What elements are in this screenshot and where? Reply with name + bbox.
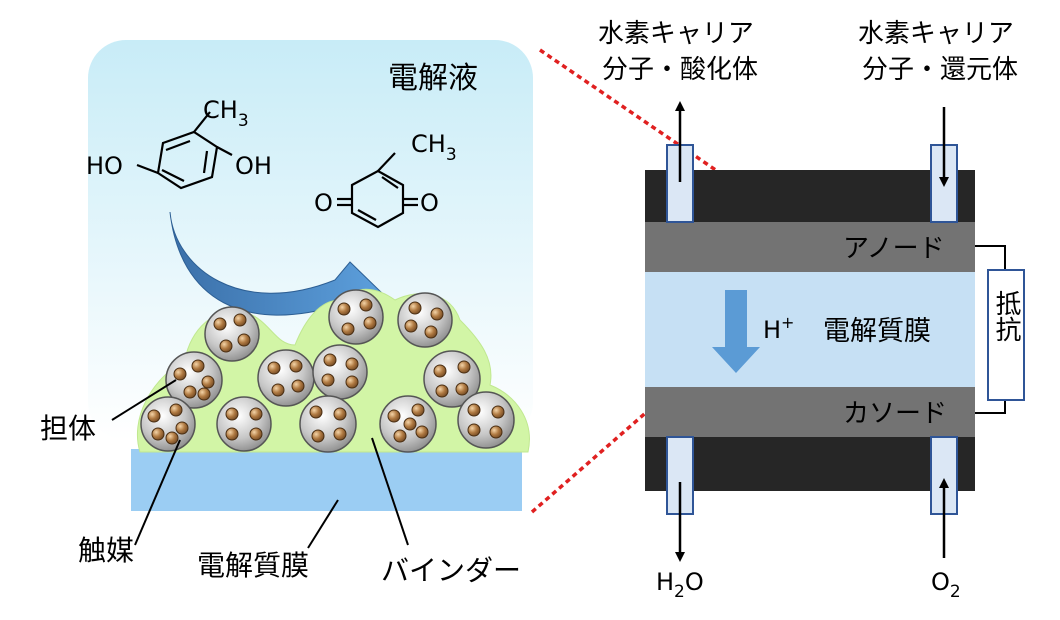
catalyst-particle: [311, 429, 325, 443]
anode-layer: [645, 222, 975, 272]
catalyst-particle: [309, 405, 323, 419]
cathode-layer: [645, 387, 975, 437]
catalyst-particle: [267, 361, 281, 375]
catalyst-particle: [323, 353, 337, 367]
catalyst-particle: [415, 425, 429, 439]
catalyst-particle: [219, 339, 233, 353]
left-panel: 電解液 HO OH CH3 O O CH3: [40, 40, 533, 587]
left-membrane: [131, 449, 522, 511]
catalyst-particle: [491, 405, 505, 419]
catalyst-particle: [411, 403, 425, 417]
catalyst-particle: [467, 403, 481, 417]
support-label: 担体: [40, 412, 96, 445]
proton-arrow: [712, 290, 760, 373]
catalyst-particle: [249, 407, 263, 421]
catalyst-label: 触媒: [78, 534, 134, 567]
catalyst-particle: [430, 307, 444, 321]
catalyst-particle: [151, 427, 165, 441]
catalyst-particle: [387, 409, 401, 423]
support-particle: [457, 391, 515, 449]
water-label: H2O: [656, 568, 704, 602]
support-particle: [299, 395, 357, 453]
catalyst-particle: [341, 322, 355, 336]
support-particles: [140, 289, 515, 453]
support-particle: [312, 344, 368, 400]
support-particle: [257, 349, 315, 407]
support-particle: [328, 289, 384, 345]
catalyst-particle: [363, 316, 377, 330]
reduced-carrier-label: 水素キャリア 分子・還元体: [858, 19, 1022, 85]
catalyst-particle: [213, 317, 227, 331]
right-panel: 水素キャリア 分子・酸化体 水素キャリア 分子・還元体 アノード 電解質膜 カソ…: [598, 19, 1025, 602]
catalyst-particle: [393, 429, 407, 443]
product-o-left-label: O: [314, 189, 333, 217]
right-membrane: [645, 272, 975, 387]
catalyst-particle: [424, 325, 438, 339]
catalyst-particle: [197, 387, 211, 401]
catalyst-particle: [289, 359, 303, 373]
left-membrane-label: 電解質膜: [197, 549, 309, 582]
catalyst-particle: [225, 407, 239, 421]
catalyst-particle: [147, 409, 161, 423]
catalyst-particle: [403, 417, 417, 431]
catalyst-particle: [271, 383, 285, 397]
reactant-ho-label: HO: [86, 152, 123, 180]
catalyst-particle: [321, 373, 335, 387]
catalyst-pointer-line: [134, 439, 181, 546]
catalyst-particle: [175, 421, 189, 435]
catalyst-particle: [169, 403, 183, 417]
reactant-molecule: [136, 111, 233, 190]
product-molecule: [337, 152, 418, 229]
support-pointer-line: [111, 379, 177, 421]
catalyst-particle: [345, 357, 359, 371]
binder-pointer-line: [371, 437, 409, 546]
reactant-methyl-label: CH3: [203, 96, 249, 131]
catalyst-particle: [237, 333, 251, 347]
support-particle: [397, 292, 453, 348]
electrolyte-label: 電解液: [388, 61, 478, 96]
catalyst-particle: [333, 427, 347, 441]
catalyst-particle: [333, 407, 347, 421]
catalyst-particle: [165, 431, 179, 445]
catalyst-particle: [404, 319, 418, 333]
support-particle: [216, 396, 272, 452]
catalyst-particle: [249, 427, 263, 441]
catalyst-particle: [191, 359, 205, 373]
proton-label: H+: [763, 313, 794, 344]
catalyst-particle: [435, 384, 449, 398]
support-particle: [204, 306, 260, 362]
binder-label: バインダー: [381, 554, 521, 587]
product-o-right-label: O: [420, 189, 439, 217]
cathode-label: カソード: [843, 399, 947, 429]
catalyst-particle: [225, 427, 239, 441]
resistor-label: 抵抗: [991, 290, 1021, 342]
cathode-current-collector: [645, 437, 975, 491]
catalyst-particle: [489, 425, 503, 439]
membrane-pointer-line: [307, 499, 339, 549]
anode-current-collector: [645, 170, 975, 222]
catalyst-particle: [433, 364, 447, 378]
oxidized-carrier-label: 水素キャリア 分子・酸化体: [598, 19, 762, 85]
catalyst-particle: [359, 298, 373, 312]
catalyst-particle: [345, 375, 359, 389]
circuit-wire-bottom: [975, 400, 1006, 414]
right-membrane-label: 電解質膜: [823, 316, 931, 347]
catalyst-particle: [233, 313, 247, 327]
catalyst-particle: [467, 423, 481, 437]
catalyst-particle: [408, 301, 422, 315]
catalyst-particle: [173, 367, 187, 381]
catalyst-particle: [337, 302, 351, 316]
reactant-oh-label: OH: [235, 152, 272, 180]
anode-label: アノード: [843, 234, 945, 264]
product-methyl-label: CH3: [411, 130, 457, 165]
catalyst-particle: [291, 379, 305, 393]
catalyst-particle: [201, 375, 215, 389]
catalyst-particle: [457, 360, 471, 374]
circuit-wire-top: [975, 245, 1006, 270]
catalyst-particle: [183, 385, 197, 399]
resistor-box: [987, 269, 1025, 401]
oxygen-label: O2: [931, 568, 961, 602]
catalyst-particle: [455, 382, 469, 396]
